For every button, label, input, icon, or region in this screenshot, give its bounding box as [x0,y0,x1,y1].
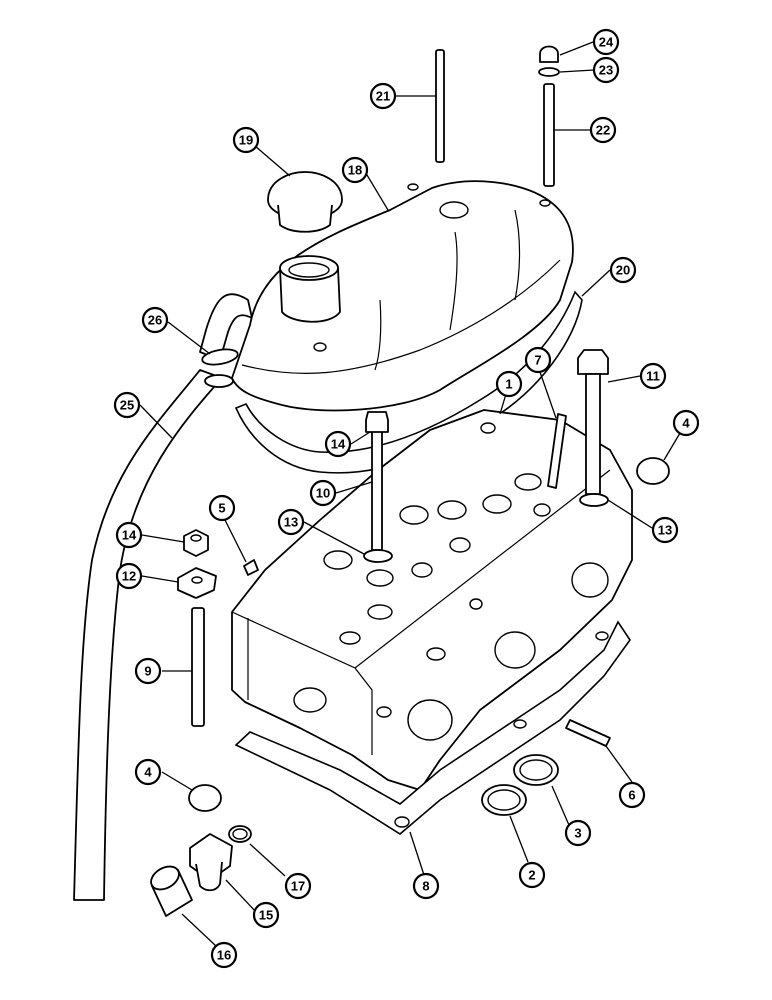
callout-12: 12 [115,562,143,590]
callout-label: 12 [122,569,136,584]
callout-15: 15 [252,901,280,929]
callout-13-left: 13 [277,508,305,536]
callout-8: 8 [412,872,440,900]
callout-4-top: 4 [672,409,700,437]
callout-9: 9 [134,657,162,685]
callout-label: 20 [616,263,630,278]
rocker-cover [231,180,574,412]
callout-14-left: 14 [115,521,143,549]
callout-13-right: 13 [651,516,679,544]
callout-16: 16 [210,941,238,969]
callout-label: 21 [376,89,390,104]
callout-3: 3 [564,819,592,847]
callout-26: 26 [141,306,169,334]
o-ring-17 [228,825,252,843]
callout-20: 20 [609,256,637,284]
union-15 [189,833,233,892]
callout-1: 1 [495,370,523,398]
callout-label: 15 [259,908,273,923]
callout-22: 22 [589,116,617,144]
welch-plug-bottom [188,784,222,812]
bolt-11 [577,349,609,507]
leader-lines [139,41,687,947]
callout-10: 10 [309,479,337,507]
callout-2: 2 [518,861,546,889]
hose-clip [201,348,239,388]
callout-18: 18 [341,156,369,184]
callout-25: 25 [113,391,141,419]
callout-label: 7 [534,353,541,368]
callout-label: 23 [599,63,613,78]
stud-9 [191,607,205,727]
connector-16 [150,865,193,917]
callout-label: 16 [217,948,231,963]
head-gasket [234,620,631,835]
callout-23: 23 [592,56,620,84]
dowel-pin-5 [243,559,259,576]
callout-label: 1 [505,377,512,392]
callout-19: 19 [232,126,260,154]
callout-label: 19 [239,133,253,148]
callout-17: 17 [284,872,312,900]
dome-nut-24 [539,45,559,63]
callout-label: 4 [144,765,152,780]
callout-label: 13 [658,523,672,538]
callout-14-top: 14 [324,430,352,458]
callout-label: 3 [574,826,581,841]
breather-hose [73,293,253,901]
callout-label: 4 [682,416,690,431]
nut-14 [183,529,209,557]
washer-23 [538,67,560,77]
callout-6: 6 [618,781,646,809]
callout-11: 11 [639,362,667,390]
stud-22 [543,83,555,187]
callout-label: 18 [348,163,362,178]
callout-label: 17 [291,879,305,894]
callout-5: 5 [208,494,236,522]
callout-label: 2 [528,868,535,883]
stud-6 [565,719,611,747]
cylinder-head [231,409,633,791]
sealing-ring-2 [481,784,527,816]
callout-label: 14 [331,437,346,452]
callout-label: 26 [148,313,162,328]
stud-21 [435,49,445,163]
sealing-ring-3 [513,754,559,786]
callout-label: 11 [646,369,660,384]
callout-24: 24 [592,28,620,56]
callout-label: 13 [284,515,298,530]
spacer-12 [177,567,217,599]
callout-4-bottom: 4 [134,758,162,786]
callout-label: 25 [120,398,134,413]
callout-label: 14 [122,528,137,543]
callout-label: 22 [596,123,610,138]
callout-label: 6 [628,788,635,803]
welch-plug-top [636,457,670,485]
callout-21: 21 [369,82,397,110]
callout-label: 9 [144,664,151,679]
callout-label: 8 [422,879,429,894]
stud-10 [363,411,393,563]
callout-label: 10 [316,486,330,501]
callout-label: 24 [599,35,614,50]
stud-7 [547,413,567,489]
callout-7: 7 [524,346,552,374]
callout-label: 5 [218,501,225,516]
oil-filler-cap [267,171,343,233]
